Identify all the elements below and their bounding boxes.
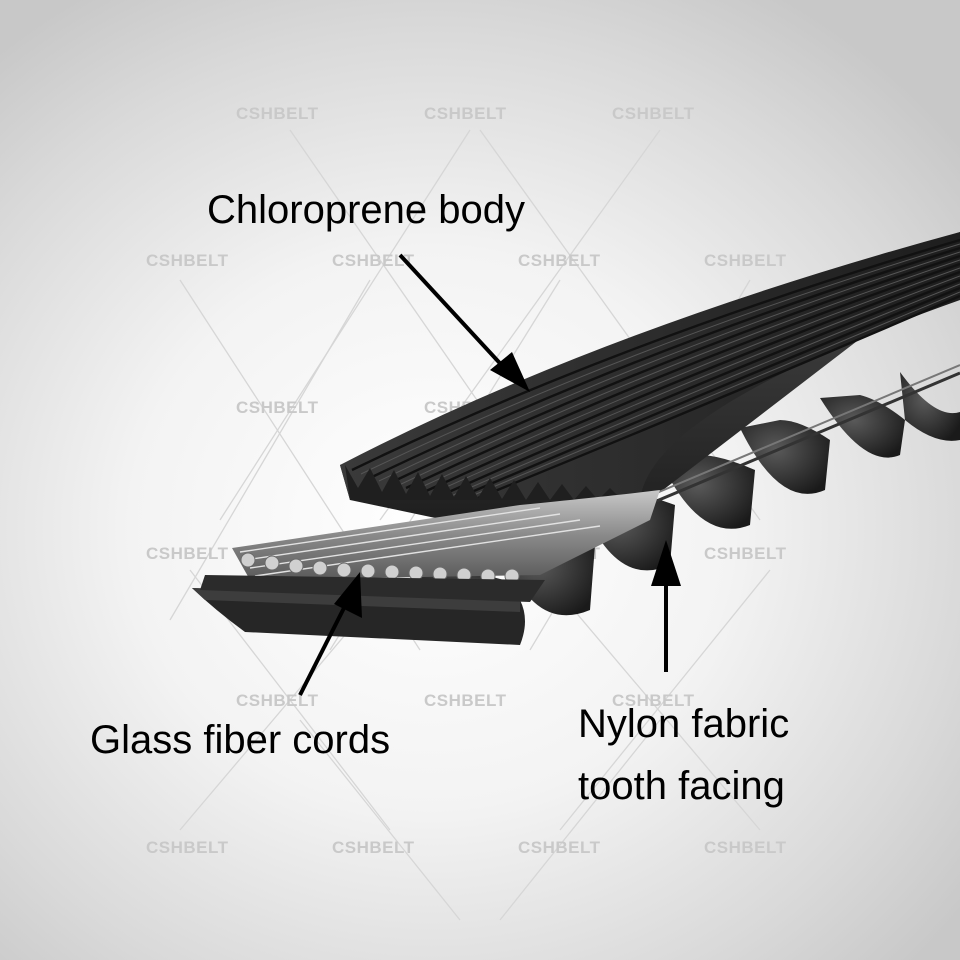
watermark: CSHBELT: [518, 838, 601, 857]
arrow-chloroprene-body: [398, 253, 530, 392]
belt-rib-highlights: [360, 243, 960, 498]
watermark: CSHBELT: [146, 838, 229, 857]
watermark: CSHBELT: [612, 691, 695, 710]
cord-strands: [239, 507, 601, 577]
timing-belt: [192, 232, 960, 645]
watermark: CSHBELT: [704, 544, 787, 563]
label-nylon-fabric-line2: tooth facing: [578, 764, 785, 808]
watermark: CSHBELT: [146, 544, 229, 563]
watermark: CSHBELT: [236, 104, 319, 123]
watermark: CSHBELT: [236, 691, 319, 710]
watermark: CSHBELT: [612, 104, 695, 123]
label-chloroprene-body: Chloroprene body: [207, 188, 525, 232]
watermark: CSHBELT: [332, 251, 415, 270]
watermark: CSHBELT: [146, 251, 229, 270]
arrow-nylon-fabric: [651, 540, 681, 672]
belt-top-face: [340, 232, 960, 500]
arrow-glass-fiber-cords: [298, 572, 362, 696]
belt-rib-cut-end: [345, 465, 640, 500]
belt-ribs: [351, 238, 960, 500]
watermark: CSHBELT: [424, 104, 507, 123]
label-nylon-fabric-line1: Nylon fabric: [578, 702, 790, 746]
watermark: CSHBELT: [332, 838, 415, 857]
watermark: CSHBELT: [236, 398, 319, 417]
watermark: CSHBELT: [424, 691, 507, 710]
watermark: CSHBELT: [704, 838, 787, 857]
cord-layer: [232, 490, 660, 580]
watermark: CSHBELT: [518, 251, 601, 270]
label-glass-fiber-cords: Glass fiber cords: [90, 718, 391, 762]
watermark: CSHBELT: [704, 251, 787, 270]
